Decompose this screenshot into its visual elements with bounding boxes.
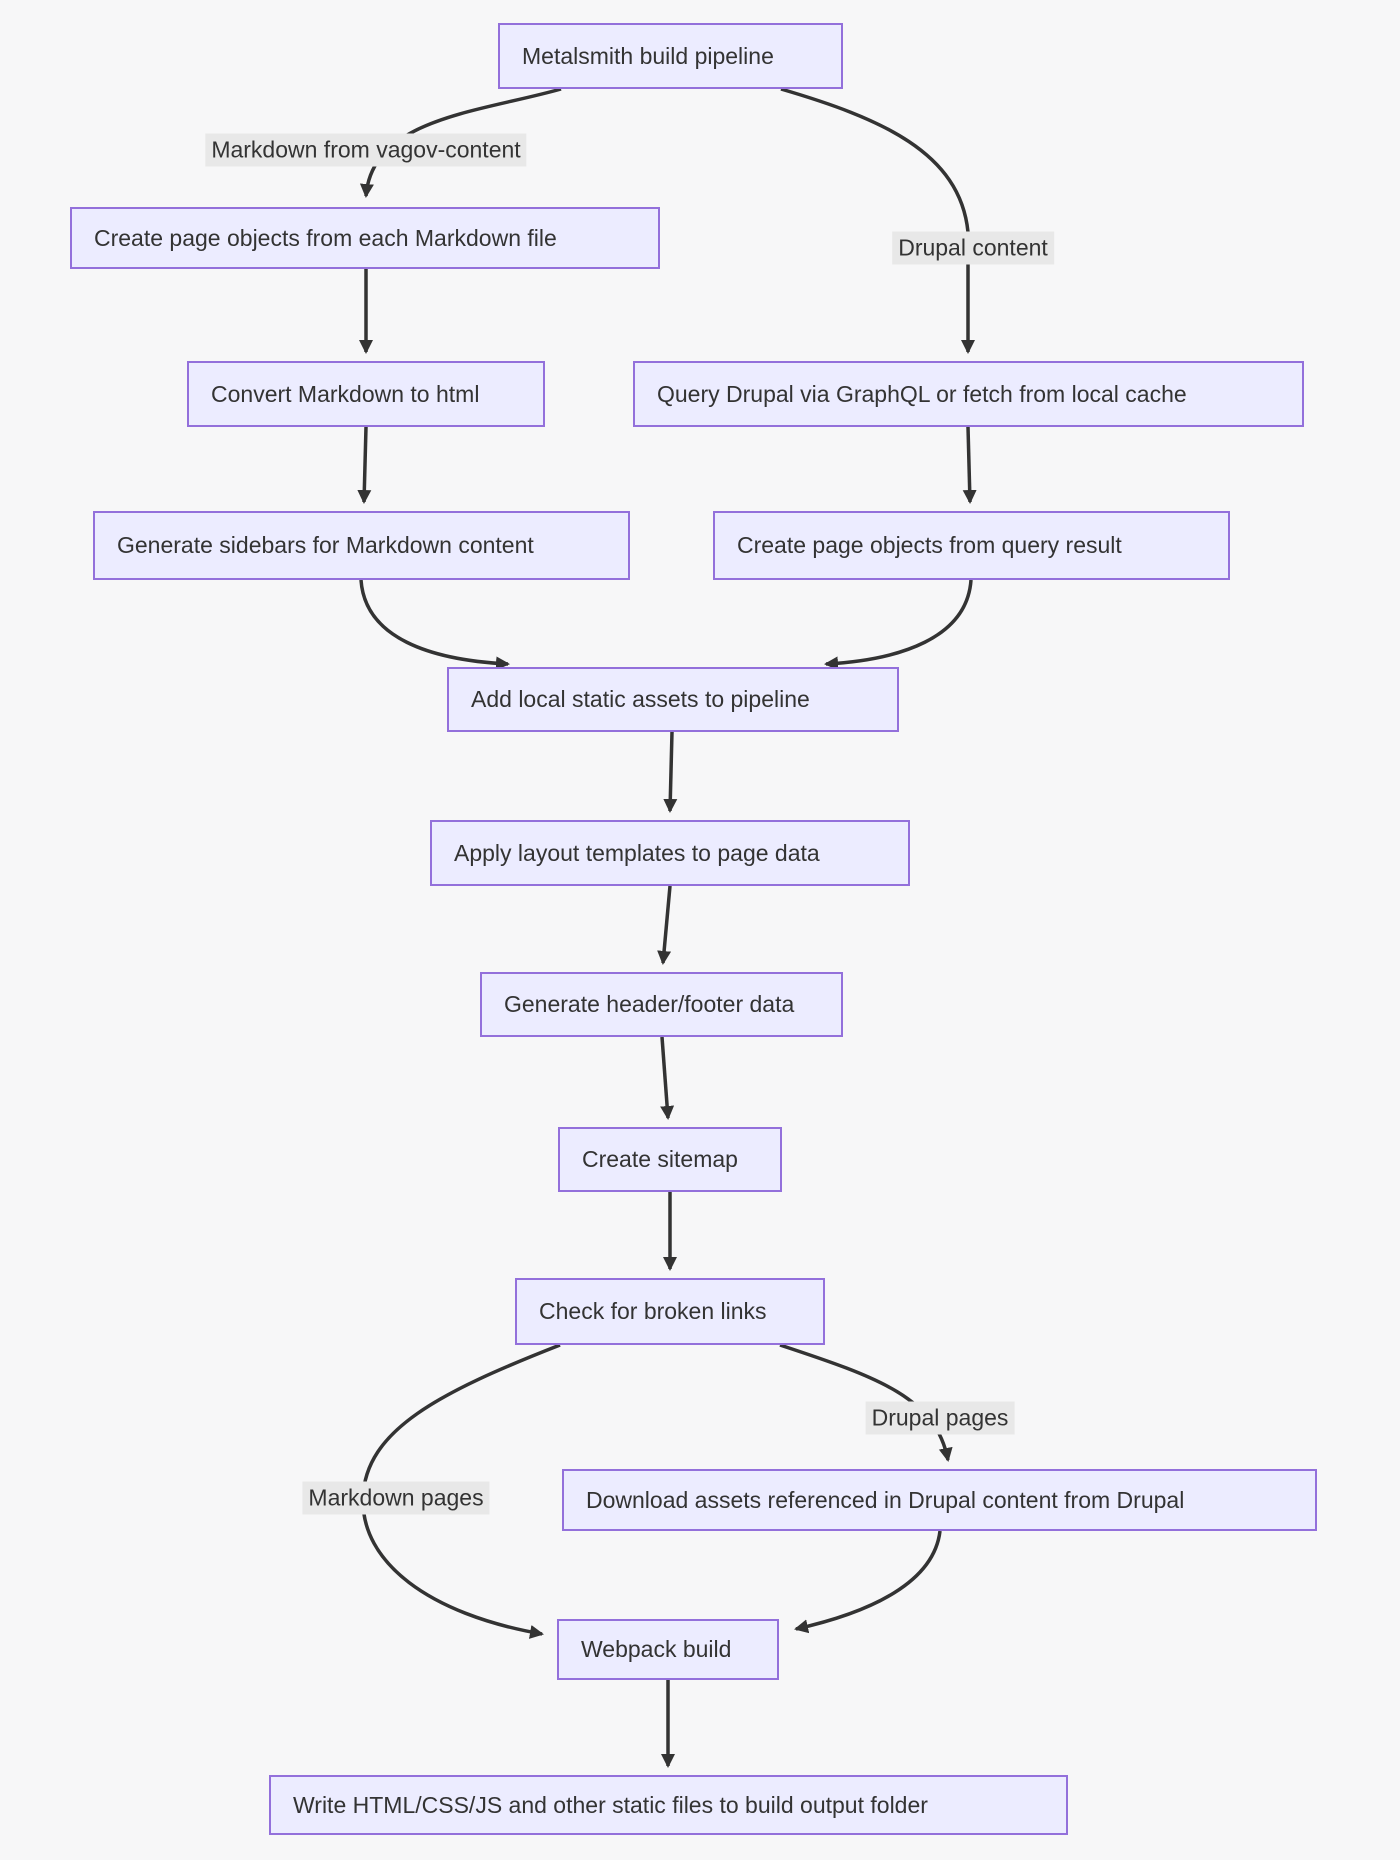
edge-convert-to-sidebars (357, 426, 372, 504)
edge-label-drupal-content: Drupal content (892, 231, 1054, 265)
node-download-drupal-assets: Download assets referenced in Drupal con… (562, 1469, 1317, 1531)
node-check-broken-links: Check for broken links (515, 1278, 825, 1345)
edge-static-assets-to-layouts (663, 731, 678, 813)
node-add-local-static-assets: Add local static assets to pipeline (447, 667, 899, 732)
node-create-page-objects-from-markdown: Create page objects from each Markdown f… (70, 207, 660, 269)
node-convert-markdown-to-html: Convert Markdown to html (187, 361, 545, 427)
node-write-static-files-output: Write HTML/CSS/JS and other static files… (269, 1775, 1068, 1835)
edge-layouts-to-header-footer (657, 885, 672, 965)
node-create-sitemap: Create sitemap (558, 1127, 782, 1192)
edge-label-markdown-from-vagov-content: Markdown from vagov-content (205, 133, 527, 167)
node-generate-sidebars: Generate sidebars for Markdown content (93, 511, 630, 580)
edge-label-markdown-pages: Markdown pages (302, 1481, 490, 1515)
edge-pipeline-to-drupal-query-node (780, 87, 975, 354)
edge-page-objects-to-static-assets (824, 579, 973, 671)
edge-sidebars-to-static-assets (359, 579, 510, 671)
node-generate-header-footer-data: Generate header/footer data (480, 972, 843, 1037)
node-create-page-objects-from-query: Create page objects from query result (713, 511, 1230, 580)
edge-pipeline-to-markdown-pages-node (359, 87, 562, 198)
node-apply-layout-templates: Apply layout templates to page data (430, 820, 910, 886)
edge-label-drupal-pages: Drupal pages (865, 1401, 1015, 1435)
node-metalsmith-build-pipeline: Metalsmith build pipeline (498, 23, 843, 89)
edge-header-footer-to-sitemap (660, 1036, 675, 1120)
edge-download-assets-to-webpack (794, 1530, 942, 1634)
edge-broken-links-to-download-assets (779, 1343, 953, 1462)
node-webpack-build: Webpack build (557, 1619, 779, 1680)
node-query-drupal-graphql: Query Drupal via GraphQL or fetch from l… (633, 361, 1304, 427)
edge-query-to-page-objects (962, 426, 977, 504)
